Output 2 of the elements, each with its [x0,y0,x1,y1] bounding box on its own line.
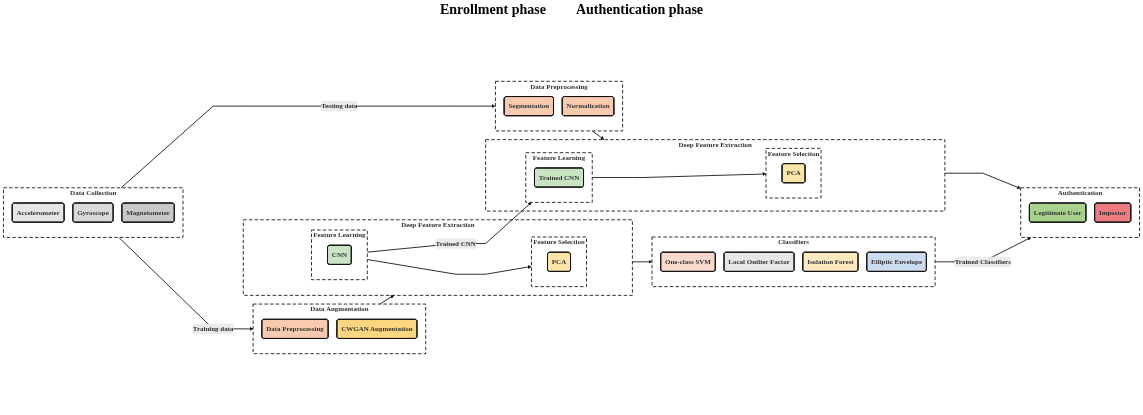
phase-label: Authentication phase [575,2,704,18]
phase-label: Enrollment phase [439,2,546,18]
